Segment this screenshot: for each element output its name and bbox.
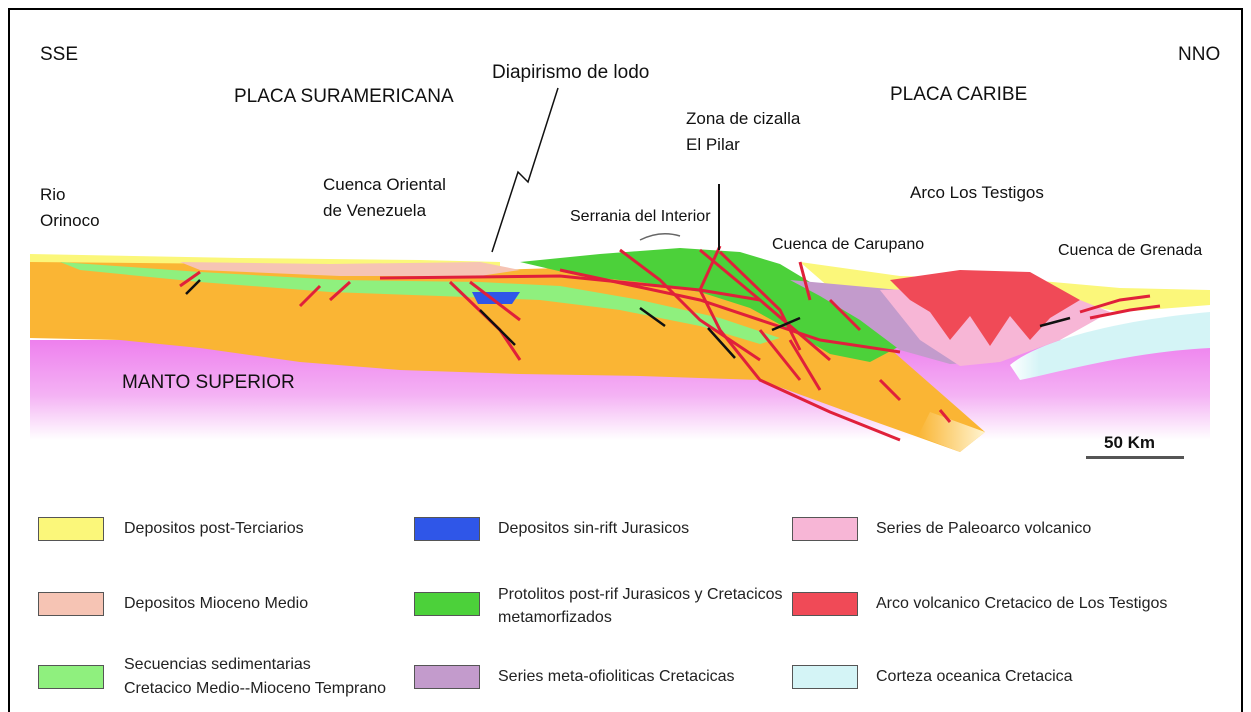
legend-label-oceanic-crust: Corteza oceanica Cretacica <box>876 666 1073 688</box>
label-eastern-basin-line1: Cuenca Oriental <box>323 174 446 196</box>
label-testigos-arc: Arco Los Testigos <box>910 182 1044 204</box>
legend-label-post-tertiary: Depositos post-Terciarios <box>124 518 304 540</box>
label-shear-zone-line2: El Pilar <box>686 134 740 156</box>
legend-swatch-oceanic-crust <box>792 665 858 689</box>
label-orinoco-line1: Rio <box>40 184 66 206</box>
plate-south-american: PLACA SURAMERICANA <box>234 86 454 108</box>
label-grenada-basin: Cuenca de Grenada <box>1058 240 1202 262</box>
legend-swatch-meta-ophiolitic <box>414 665 480 689</box>
legend-label-sedimentary-line1: Secuencias sedimentarias <box>124 654 311 676</box>
legend-label-testigos-arc: Arco volcanico Cretacico de Los Testigos <box>876 593 1167 615</box>
interior-range-relief <box>640 234 680 240</box>
orientation-left: SSE <box>40 44 78 66</box>
legend-swatch-sedimentary <box>38 665 104 689</box>
scale-bar <box>1086 456 1184 459</box>
legend-swatch-post-tertiary <box>38 517 104 541</box>
legend-label-middle-miocene: Depositos Mioceno Medio <box>124 593 308 615</box>
legend-swatch-middle-miocene <box>38 592 104 616</box>
legend-label-meta-ophiolitic: Series meta-ofioliticas Cretacicas <box>498 666 735 688</box>
label-orinoco-line2: Orinoco <box>40 210 100 232</box>
legend-swatch-protoliths <box>414 592 480 616</box>
legend-swatch-paleoarc <box>792 517 858 541</box>
legend-label-synrift: Depositos sin-rift Jurasicos <box>498 518 689 540</box>
scale-label: 50 Km <box>1104 432 1155 454</box>
legend-label-protoliths-line2: metamorfizados <box>498 607 612 629</box>
label-carupano-basin: Cuenca de Carupano <box>772 234 924 256</box>
label-interior-range: Serrania del Interior <box>570 206 711 228</box>
orientation-right: NNO <box>1178 44 1220 66</box>
legend-label-sedimentary-line2: Cretacico Medio--Mioceno Temprano <box>124 678 386 700</box>
legend-label-protoliths-line1: Protolitos post-rif Jurasicos y Cretacic… <box>498 584 783 606</box>
label-eastern-basin-line2: de Venezuela <box>323 200 426 222</box>
diapir-leader <box>492 88 558 252</box>
legend-swatch-synrift <box>414 517 480 541</box>
label-mud-diapirism: Diapirismo de lodo <box>492 62 649 84</box>
legend-swatch-testigos-arc <box>792 592 858 616</box>
plate-caribbean: PLACA CARIBE <box>890 84 1027 106</box>
legend-label-paleoarc: Series de Paleoarco volcanico <box>876 518 1091 540</box>
label-shear-zone-line1: Zona de cizalla <box>686 108 800 130</box>
label-upper-mantle: MANTO SUPERIOR <box>122 372 295 394</box>
